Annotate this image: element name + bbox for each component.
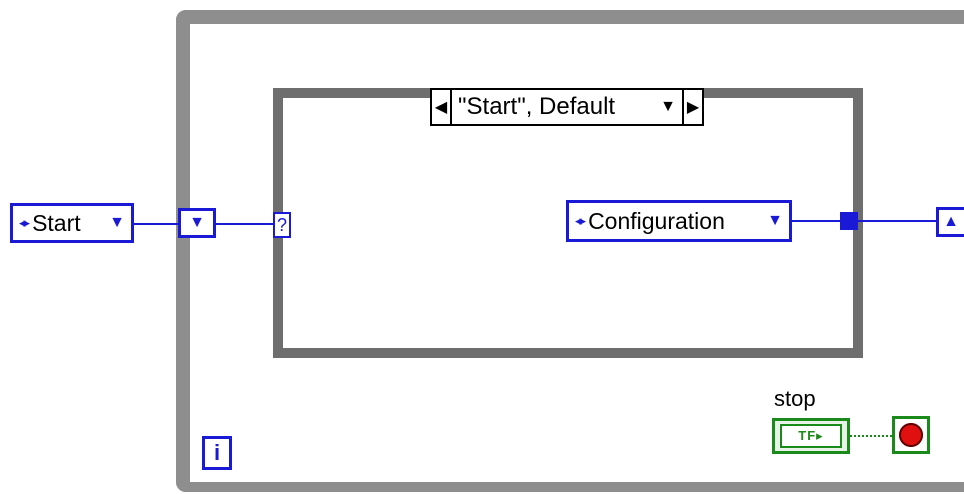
shift-register-up-icon: ▲ xyxy=(943,213,959,230)
stop-sign-icon xyxy=(899,423,923,447)
shift-register-left[interactable]: ▼ xyxy=(178,208,216,238)
wire-configuration-to-tunnel[interactable] xyxy=(792,220,840,222)
wire-tunnel-to-shift-register[interactable] xyxy=(858,220,936,222)
case-selector-label[interactable]: ◀ "Start", Default ▼ ▶ xyxy=(430,88,704,126)
stop-label: stop xyxy=(774,386,816,411)
enum-start-label: Start xyxy=(32,209,81,236)
case-prev-arrow-icon[interactable]: ◀ xyxy=(434,99,448,116)
chevron-down-icon[interactable]: ▼ xyxy=(660,98,676,115)
stop-boolean-control[interactable]: TF▸ xyxy=(772,418,850,454)
chevron-down-icon[interactable]: ▼ xyxy=(109,214,125,231)
case-selector-text[interactable]: "Start", Default ▼ xyxy=(450,90,684,124)
enum-constant-start[interactable]: ◂▸ Start ▼ xyxy=(10,203,134,243)
boolean-tf-icon: TF▸ xyxy=(780,424,842,448)
output-tunnel[interactable] xyxy=(840,212,858,230)
chevron-down-icon[interactable]: ▼ xyxy=(767,212,783,229)
case-selector-value: "Start", Default xyxy=(458,93,616,120)
enum-constant-configuration[interactable]: ◂▸ Configuration ▼ xyxy=(566,200,792,242)
shift-register-down-icon: ▼ xyxy=(189,214,205,231)
iteration-terminal[interactable]: i xyxy=(202,436,232,470)
iteration-terminal-label: i xyxy=(213,440,221,465)
wire-start-to-shift-register[interactable] xyxy=(134,223,178,225)
wire-boolean-to-stop[interactable] xyxy=(850,435,892,437)
loop-condition-terminal[interactable] xyxy=(892,416,930,454)
shift-register-right[interactable]: ▲ xyxy=(936,207,964,237)
case-next-arrow-icon[interactable]: ▶ xyxy=(686,99,700,116)
wire-shift-register-to-selector[interactable] xyxy=(216,223,274,225)
case-selector-terminal[interactable]: ? xyxy=(273,212,291,238)
enum-configuration-label: Configuration xyxy=(588,207,725,234)
increment-decrement-icon[interactable]: ◂▸ xyxy=(575,213,586,228)
increment-decrement-icon[interactable]: ◂▸ xyxy=(19,215,30,230)
